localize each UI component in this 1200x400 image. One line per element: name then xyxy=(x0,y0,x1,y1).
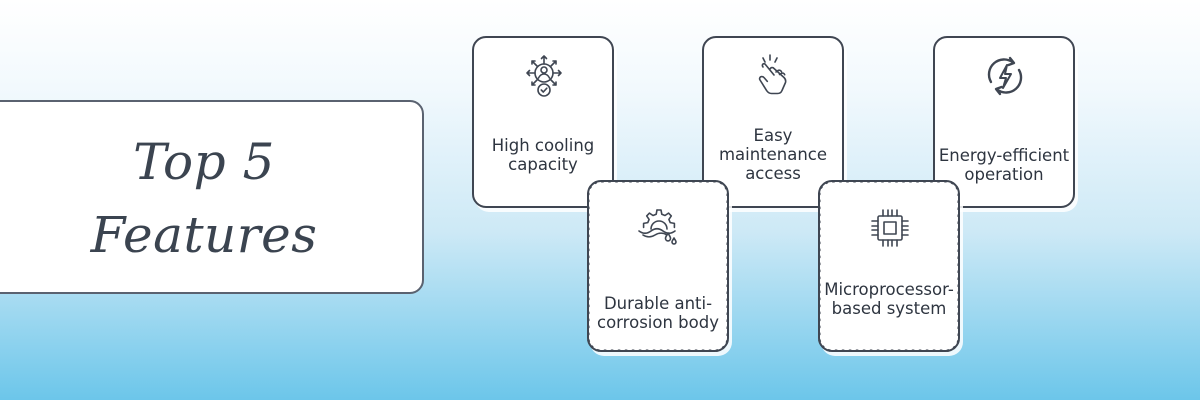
title-line-1: Top 5 xyxy=(133,133,275,191)
hand-tap-icon xyxy=(758,54,787,95)
feature-label-energy: Energy-efficient operation xyxy=(938,146,1070,184)
feature-card-cooling: High cooling capacity xyxy=(472,36,614,208)
cooling-gear-icon xyxy=(526,55,562,97)
energy-cycle-icon xyxy=(987,56,1023,96)
feature-card-microprocessor: Microprocessor-based system xyxy=(818,180,960,352)
page-title: Top 5 Features xyxy=(2,102,406,296)
title-panel: Top 5 Features xyxy=(0,100,424,294)
feature-card-corrosion: Durable anti-corrosion body xyxy=(587,180,729,352)
title-line-2: Features xyxy=(90,206,318,264)
feature-label-maintenance: Easy maintenance access xyxy=(718,126,828,183)
feature-label-microprocessor: Microprocessor-based system xyxy=(824,280,954,318)
corrosion-gear-icon xyxy=(638,209,677,245)
feature-card-maintenance: Easy maintenance access xyxy=(702,36,844,208)
feature-label-cooling: High cooling capacity xyxy=(491,136,595,174)
feature-label-corrosion: Durable anti-corrosion body xyxy=(597,294,719,332)
feature-card-energy: Energy-efficient operation xyxy=(933,36,1075,208)
microchip-icon xyxy=(871,209,909,247)
